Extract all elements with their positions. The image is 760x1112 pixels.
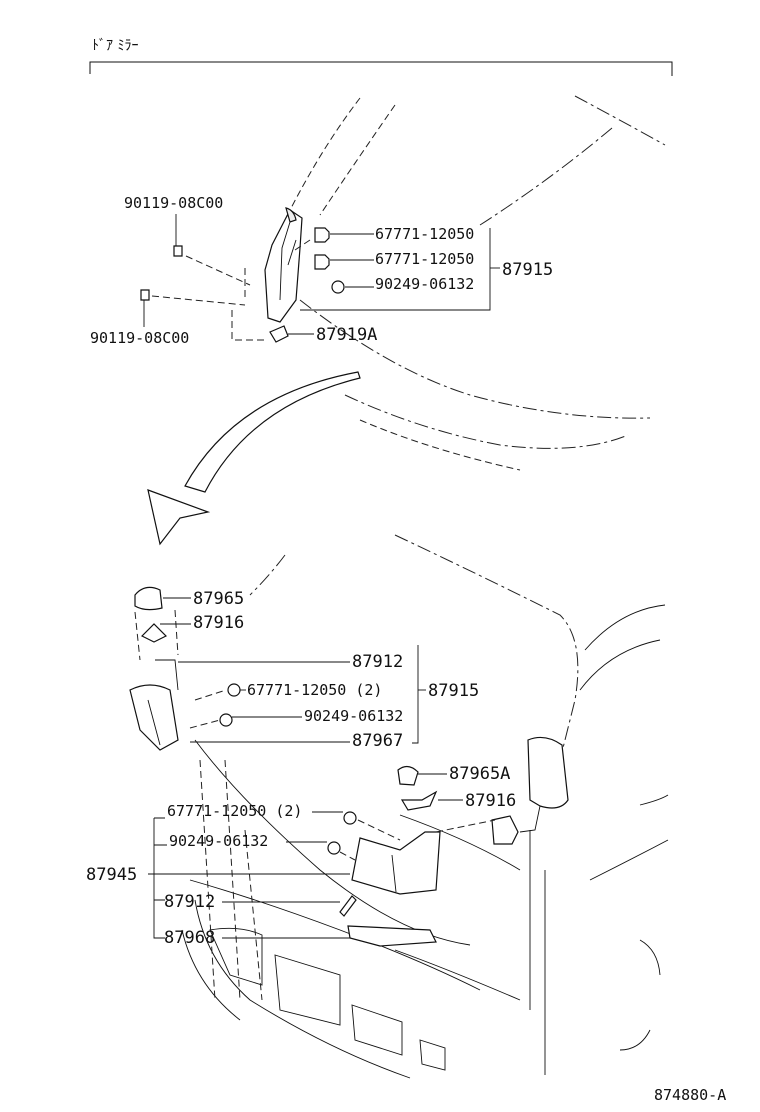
mirror-parts-right	[129, 586, 241, 751]
label-87916-left: 87916	[465, 791, 516, 811]
bracket-87945	[153, 817, 167, 939]
label-87967: 87967	[352, 731, 403, 751]
label-87912-left: 87912	[164, 892, 215, 912]
fasteners-upper	[140, 227, 345, 343]
label-87965A: 87965A	[449, 764, 510, 784]
label-87916-right: 87916	[193, 613, 244, 633]
label-87915-lower: 87915	[428, 681, 479, 701]
label-87919A: 87919A	[316, 325, 377, 345]
label-67771-right: 67771-12050 (2)	[247, 681, 382, 699]
side-mirror	[491, 736, 569, 845]
label-87965: 87965	[193, 589, 244, 609]
header-bracket	[89, 61, 673, 76]
page-title: ﾄﾞｱ ﾐﾗｰ	[92, 38, 138, 54]
top-door-outline	[231, 95, 666, 471]
label-67771-left: 67771-12050 (2)	[167, 802, 302, 820]
label-90249-right: 90249-06132	[304, 707, 403, 725]
label-67771-2: 67771-12050	[375, 250, 474, 268]
label-90249-left: 90249-06132	[169, 832, 268, 850]
label-87968: 87968	[164, 928, 215, 948]
label-90119-lower: 90119-08C00	[90, 329, 189, 347]
transition-arrow	[147, 371, 361, 546]
bracket-87915-lower	[412, 645, 419, 744]
label-87945: 87945	[86, 865, 137, 885]
label-87912-right: 87912	[352, 652, 403, 672]
mirror-base-upper	[264, 207, 303, 323]
label-67771-1: 67771-12050	[375, 225, 474, 243]
label-90119-upper: 90119-08C00	[124, 194, 223, 212]
label-87915-upper: 87915	[502, 260, 553, 280]
bracket-87915-upper	[300, 228, 491, 311]
label-90249-upper: 90249-06132	[375, 275, 474, 293]
figure-code: 874880-A	[654, 1086, 726, 1104]
mirror-parts-left	[327, 765, 496, 947]
